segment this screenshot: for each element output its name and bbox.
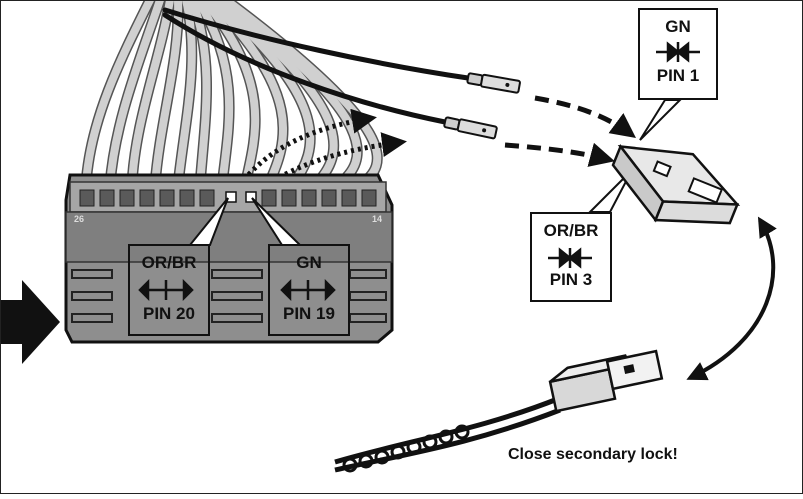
- label-gn-pin1: GN PIN 1: [638, 8, 718, 100]
- label-orbr-pin20: OR/BR PIN 20: [128, 244, 210, 336]
- removal-paths: [229, 108, 407, 199]
- main-connector: 26 14: [64, 173, 394, 344]
- wire-terminal-2: [443, 116, 498, 140]
- wire-terminal-1: [466, 72, 521, 94]
- mating-connector: [548, 349, 664, 413]
- label-gn-pin19: GN PIN 19: [268, 244, 350, 336]
- label-pin: PIN 1: [656, 66, 700, 85]
- label-pin: PIN 19: [283, 304, 335, 323]
- caption-close-secondary-lock: Close secondary lock!: [508, 446, 678, 463]
- label-color: OR/BR: [141, 253, 197, 272]
- label-pin: PIN 20: [143, 304, 195, 323]
- label-pin: PIN 3: [549, 270, 593, 289]
- connect-arrow-icon: [686, 216, 777, 381]
- connector-number-14: 14: [372, 214, 382, 224]
- label-color: GN: [296, 253, 322, 272]
- insert-pin-icon: [548, 41, 700, 269]
- small-connector: [611, 144, 741, 225]
- label-color: OR/BR: [543, 221, 599, 240]
- twisted-pair: [334, 395, 561, 473]
- big-arrow-icon: [0, 280, 60, 364]
- label-orbr-pin3: OR/BR PIN 3: [530, 212, 612, 302]
- black-wires: [162, 7, 471, 125]
- remove-arrows-icon: [138, 278, 336, 302]
- label-color: GN: [665, 17, 691, 36]
- connector-number-26: 26: [74, 214, 84, 224]
- label-pointers: [187, 99, 683, 246]
- insert-arrows-icon: [504, 95, 637, 167]
